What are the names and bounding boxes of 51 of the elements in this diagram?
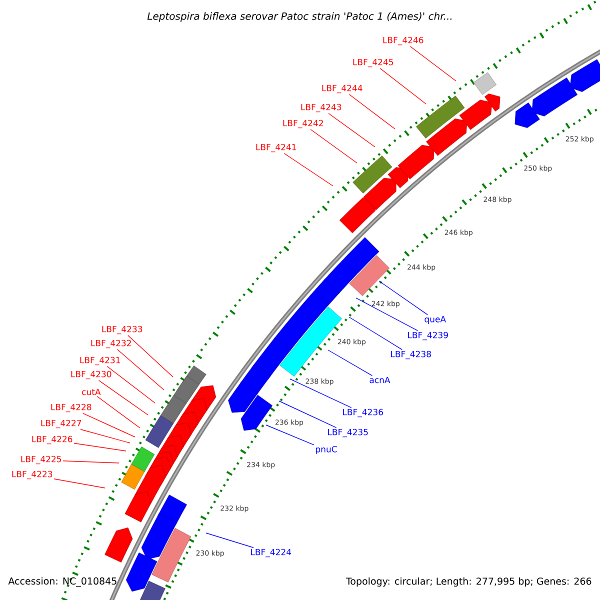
gene-label: LBF_4223 — [12, 470, 52, 480]
gene-label: LBF_4225 — [21, 456, 62, 464]
leader-line — [356, 298, 418, 331]
leader-line — [82, 413, 136, 438]
leader-line — [266, 424, 314, 446]
leader-line — [410, 46, 456, 82]
leader-line — [284, 153, 334, 186]
gene-label: LBF_4236 — [343, 408, 383, 418]
gene-label: LBF_4243 — [301, 104, 342, 112]
gene-label: LBF_4228 — [51, 404, 92, 412]
title: Leptospira biflexa serovar Patoc strain 'Patoc 1 (Ames)' chr... — [147, 12, 452, 22]
leader-line — [328, 113, 376, 148]
gene-label: LBF_4226 — [32, 436, 72, 444]
leader-line — [380, 68, 426, 104]
leader-line — [98, 380, 148, 416]
gene-label: pnuC — [316, 446, 337, 454]
gene-label: LBF_4241 — [256, 144, 296, 152]
leader-line — [74, 442, 126, 452]
leader-line — [206, 532, 254, 548]
gene-label: LBF_4242 — [283, 120, 323, 128]
gene-label: LBF_4231 — [80, 356, 120, 366]
gene-label: LBF_4227 — [41, 420, 82, 428]
leader-line — [348, 94, 396, 130]
leader-line — [378, 280, 428, 316]
gene-label: cutA — [82, 388, 101, 396]
leader-line — [106, 366, 156, 404]
gene-label: LBF_4235 — [328, 428, 368, 438]
leader-line — [348, 316, 402, 350]
accession-text: Accession: NC_010845 — [8, 577, 116, 587]
gene-label: acnA — [370, 376, 390, 384]
leader-line — [278, 400, 337, 428]
leader-line — [310, 129, 358, 164]
leader-line — [54, 478, 106, 488]
gene-label: LBF_4224 — [251, 548, 292, 558]
gene-label: LBF_4230 — [71, 370, 112, 380]
gene-label: queA — [424, 316, 446, 324]
leader-line — [80, 429, 130, 444]
gene-label: LBF_4233 — [102, 326, 142, 334]
leader-line — [290, 378, 352, 408]
gene-label: LBF_4244 — [322, 84, 362, 94]
leader-line — [62, 460, 120, 464]
genome-info-text: Topology: circular; Length: 277,995 bp; Genes: 266 — [346, 577, 592, 587]
leader-line — [328, 350, 373, 376]
gene-label: LBF_4245 — [353, 58, 394, 68]
gene-label: LBF_4232 — [91, 340, 131, 348]
leader-line — [128, 335, 174, 378]
gene-label: LBF_4238 — [391, 350, 431, 360]
gene-label: LBF_4239 — [408, 332, 448, 340]
leader-line — [116, 349, 164, 390]
leader-line — [96, 396, 140, 428]
gene-label: LBF_4246 — [383, 36, 424, 46]
